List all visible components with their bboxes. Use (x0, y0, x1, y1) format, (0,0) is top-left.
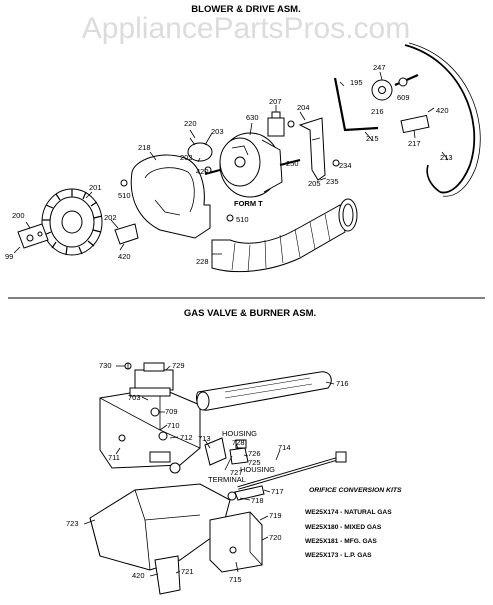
label-420-b: 420 (196, 167, 209, 176)
label-630: 630 (246, 113, 259, 122)
label-250: 250 (286, 159, 299, 168)
burner-bracket (209, 511, 263, 573)
label-203-b: 203 (180, 153, 193, 162)
label-204: 204 (297, 103, 310, 112)
gas-valve (99, 362, 201, 474)
label-420-a: 420 (118, 252, 131, 261)
label-235: 235 (326, 177, 339, 186)
centrifugal-switch (267, 111, 295, 137)
label-711: 711 (108, 453, 120, 462)
label-717: 717 (271, 487, 284, 496)
label-510-a: 510 (118, 191, 131, 200)
blower-clip (13, 223, 49, 254)
label-728: 728 (232, 438, 245, 447)
label-729: 729 (172, 361, 185, 370)
kit-row-2: WE25X180 - MIXED GAS (305, 524, 382, 531)
label-714: 714 (278, 443, 291, 452)
label-710: 710 (167, 421, 180, 430)
label-726: 726 (248, 449, 261, 458)
label-terminal: TERMINAL (208, 475, 246, 484)
label-200: 200 (12, 211, 25, 220)
label-420-c: 420 (436, 106, 449, 115)
label-housing-2: HOUSING (240, 465, 275, 474)
label-723: 723 (66, 519, 79, 528)
label-217: 217 (408, 139, 421, 148)
label-709: 709 (165, 407, 178, 416)
label-216: 216 (371, 107, 384, 116)
mounting-plate (89, 483, 231, 571)
label-213: 213 (440, 153, 453, 162)
label-420: 420 (132, 571, 145, 580)
label-715: 715 (229, 575, 242, 584)
label-727: 727 (230, 468, 243, 477)
drum-belt (404, 42, 481, 197)
label-703: 703 (128, 393, 141, 402)
label-719: 719 (269, 511, 282, 520)
orifice (227, 485, 265, 501)
label-195: 195 (350, 78, 363, 87)
label-247: 247 (373, 63, 386, 72)
top-leader-lines (25, 71, 449, 255)
label-housing-1: HOUSING (222, 429, 257, 438)
small-bracket (149, 555, 181, 595)
burner-tube (195, 371, 332, 411)
label-220: 220 (184, 119, 197, 128)
screw-730 (124, 362, 132, 370)
label-234: 234 (339, 161, 352, 170)
kit-row-1: WE25X174 - NATURAL GAS (305, 509, 392, 516)
blower-wheel (41, 188, 103, 256)
section-title-gas-valve: GAS VALVE & BURNER ASM. (184, 308, 316, 319)
watermark: AppliancePartsPros.com (82, 12, 410, 45)
label-form-t: FORM T (234, 199, 263, 208)
exhaust-duct (211, 198, 358, 273)
label-205: 205 (308, 179, 321, 188)
bottom-leader-lines (83, 365, 335, 574)
label-203-a: 203 (211, 127, 224, 136)
label-609: 609 (397, 93, 410, 102)
kit-row-3: WE25X181 - MFG. GAS (305, 538, 377, 545)
label-201: 201 (89, 183, 102, 192)
label-510-b: 510 (236, 215, 249, 224)
label-202: 202 (104, 213, 117, 222)
gas-pipe (237, 451, 347, 490)
idler-assembly (333, 73, 435, 134)
label-215: 215 (366, 134, 379, 143)
label-725: 725 (248, 458, 261, 467)
label-99: 99 (5, 252, 13, 261)
orifice-kit-list: ORIFICE CONVERSION KITS WE25X174 - NATUR… (305, 487, 402, 559)
kit-row-4: WE25X173 - L.P. GAS (305, 552, 372, 559)
motor-mount (187, 137, 213, 174)
label-713: 713 (198, 434, 211, 443)
label-712: 712 (180, 433, 193, 442)
label-207: 207 (269, 97, 282, 106)
kit-title: ORIFICE CONVERSION KITS (309, 487, 402, 494)
drive-motor (204, 132, 301, 198)
label-218: 218 (138, 143, 151, 152)
label-718: 718 (251, 496, 264, 505)
housing-hardware (114, 179, 234, 251)
label-228: 228 (196, 257, 209, 266)
section-title-blower: BLOWER & DRIVE ASM. (191, 4, 300, 15)
label-730: 730 (99, 361, 112, 370)
motor-bracket (298, 117, 340, 181)
label-716: 716 (336, 379, 349, 388)
label-720: 720 (269, 533, 282, 542)
label-721: 721 (181, 567, 194, 576)
